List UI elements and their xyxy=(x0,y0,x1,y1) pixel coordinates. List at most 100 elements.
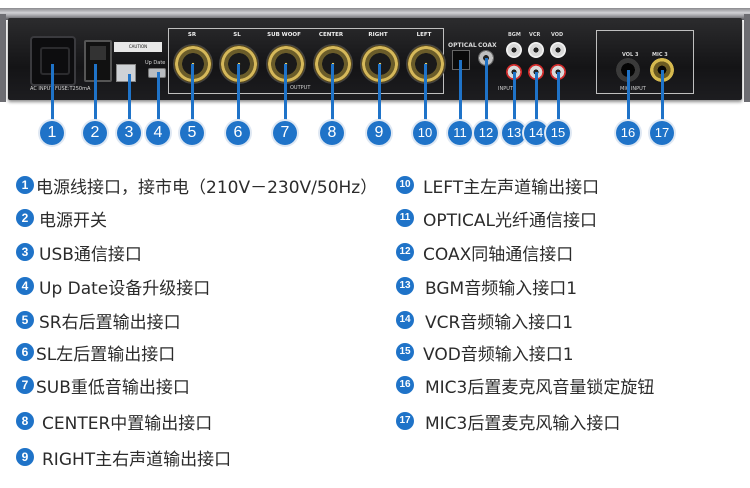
legend-text: 电源线接口，接市电（210V－230V/50Hz） xyxy=(36,177,378,198)
legend-num: 11 xyxy=(396,209,414,227)
callout-line-15 xyxy=(557,72,560,122)
callout-badge-14: 14 xyxy=(524,121,548,145)
callout-line-8 xyxy=(331,64,334,122)
legend-text: BGM音频输入接口1 xyxy=(425,278,578,299)
channel-label-sl: SL xyxy=(233,32,241,38)
coax-label: COAX xyxy=(478,42,497,49)
callout-badge-8: 8 xyxy=(320,121,344,145)
callout-line-17 xyxy=(661,70,664,122)
callout-line-16 xyxy=(627,70,630,122)
rca-vod-left xyxy=(550,42,566,58)
legend-text: SL左后置输出接口 xyxy=(36,344,176,365)
callout-badge-2: 2 xyxy=(83,121,107,145)
device-rear-panel: AC INPUT FUSE:T250mA CAUTION Up Date SR … xyxy=(0,0,750,165)
legend-num: 10 xyxy=(396,176,414,194)
callout-badge-7: 7 xyxy=(273,121,297,145)
legend-item-2: 2 电源开关 xyxy=(16,206,107,231)
callout-badge-9: 9 xyxy=(367,121,391,145)
callout-line-4 xyxy=(157,72,160,122)
update-port-label: Up Date xyxy=(145,60,166,66)
callout-line-1 xyxy=(51,64,54,122)
legend-text: SR右后置输出接口 xyxy=(39,312,181,333)
legend-text: RIGHT主右声道输出接口 xyxy=(42,449,232,470)
legend-text: USB通信接口 xyxy=(39,244,142,265)
channel-label-center: CENTER xyxy=(318,32,344,38)
callout-line-12 xyxy=(485,58,488,122)
legend-item-4: 4 Up Date设备升级接口 xyxy=(16,274,211,299)
callout-badge-12: 12 xyxy=(474,121,498,145)
callout-badge-1: 1 xyxy=(40,121,64,145)
channel-label-sub: SUB WOOF xyxy=(267,32,301,38)
mic-section-frame xyxy=(596,30,694,94)
legend-item-17: 17 MIC3后置麦克风输入接口 xyxy=(396,409,621,434)
callout-line-14 xyxy=(535,72,538,122)
input-label: INPUT xyxy=(498,86,513,92)
legend-num: 14 xyxy=(396,311,414,329)
optical-label: OPTICAL xyxy=(448,42,477,49)
legend-text: MIC3后置麦克风输入接口 xyxy=(425,413,621,434)
legend-num: 15 xyxy=(396,343,414,361)
channel-label-right: RIGHT xyxy=(368,32,388,38)
legend-num: 12 xyxy=(396,243,414,261)
callout-line-9 xyxy=(378,64,381,122)
legend-num: 17 xyxy=(396,412,414,430)
legend-text: OPTICAL光纤通信接口 xyxy=(423,210,598,231)
legend-item-15: 15 VOD音频输入接口1 xyxy=(396,340,574,365)
power-switch xyxy=(84,40,112,82)
rack-ear-right xyxy=(744,14,750,102)
legend-text: Up Date设备升级接口 xyxy=(39,278,211,299)
channel-label-sr: SR xyxy=(187,32,197,38)
legend-item-14: 14 VCR音频输入接口1 xyxy=(396,308,574,333)
callout-badge-4: 4 xyxy=(146,121,170,145)
legend-text: VOD音频输入接口1 xyxy=(423,344,574,365)
callout-badge-6: 6 xyxy=(226,121,250,145)
legend-num: 2 xyxy=(16,209,34,227)
legend-text: COAX同轴通信接口 xyxy=(423,244,574,265)
legend-item-8: 8 CENTER中置输出接口 xyxy=(16,409,212,434)
rca-label-vod: VOD xyxy=(551,32,564,38)
rca-vcr-left xyxy=(528,42,544,58)
callout-line-13 xyxy=(513,72,516,122)
legend-num: 1 xyxy=(16,176,34,194)
legend-text: LEFT主左声道输出接口 xyxy=(423,177,600,198)
legend-text: VCR音频输入接口1 xyxy=(425,312,574,333)
rack-ear-left xyxy=(0,14,6,102)
legend-num: 5 xyxy=(16,311,34,329)
rca-label-bgm: BGM xyxy=(508,32,521,38)
vol-label: VOL 3 xyxy=(622,52,639,58)
callout-line-2 xyxy=(94,64,97,122)
callout-line-6 xyxy=(237,64,240,122)
legend-num: 13 xyxy=(396,277,414,295)
legend-item-13: 13 BGM音频输入接口1 xyxy=(396,274,578,299)
callout-badge-16: 16 xyxy=(616,121,640,145)
legend-text: SUB重低音输出接口 xyxy=(36,377,190,398)
callout-badge-13: 13 xyxy=(502,121,526,145)
panel-top-bezel xyxy=(0,8,750,20)
callout-line-11 xyxy=(459,60,462,122)
callout-badge-5: 5 xyxy=(180,121,204,145)
legend-text: MIC3后置麦克风音量锁定旋钮 xyxy=(425,377,655,398)
legend-num: 8 xyxy=(16,412,34,430)
callout-badge-17: 17 xyxy=(650,121,674,145)
legend-item-12: 12 COAX同轴通信接口 xyxy=(396,240,574,265)
callout-badge-11: 11 xyxy=(448,121,472,145)
legend-item-1: 1 电源线接口，接市电（210V－230V/50Hz） xyxy=(16,173,378,198)
callout-badge-15: 15 xyxy=(546,121,570,145)
legend-item-3: 3 USB通信接口 xyxy=(16,240,142,265)
mic-input-label: MIC INPUT xyxy=(620,86,646,92)
rca-bgm-left xyxy=(506,42,522,58)
power-spec-text: AC INPUT FUSE:T250mA xyxy=(30,86,91,92)
rca-label-vcr: VCR xyxy=(529,32,541,38)
legend-item-6: 6 SL左后置输出接口 xyxy=(16,340,176,365)
warning-tag: CAUTION xyxy=(114,42,162,52)
legend-text: 电源开关 xyxy=(39,210,107,231)
legend-item-11: 11 OPTICAL光纤通信接口 xyxy=(396,206,598,231)
callout-line-10 xyxy=(424,64,427,122)
callout-badge-10: 10 xyxy=(413,121,437,145)
legend-num: 9 xyxy=(16,448,34,466)
legend-num: 3 xyxy=(16,243,34,261)
callout-badge-3: 3 xyxy=(117,121,141,145)
usb-port xyxy=(116,64,136,82)
legend-num: 16 xyxy=(396,376,414,394)
legend-item-7: 7 SUB重低音输出接口 xyxy=(16,373,190,398)
